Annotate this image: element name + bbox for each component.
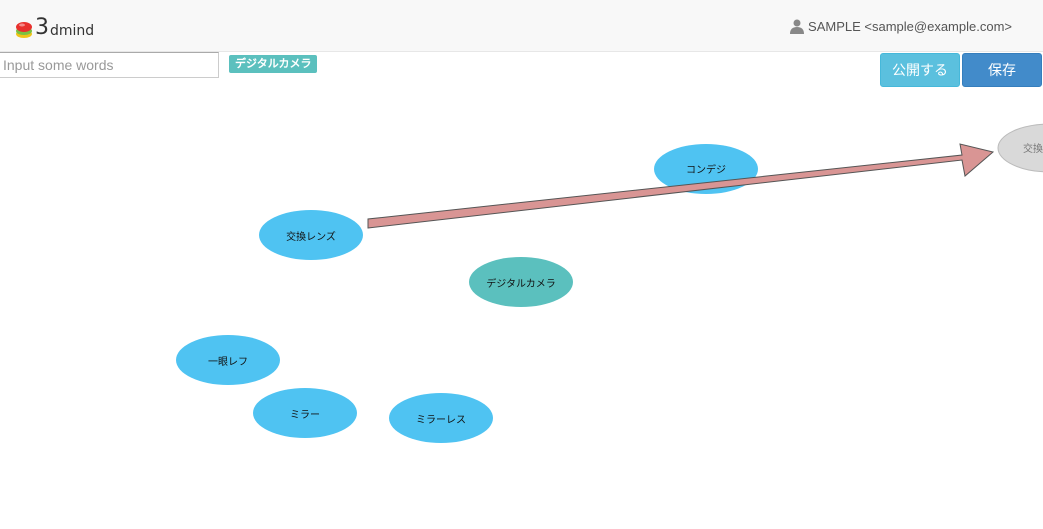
node-mirrorless[interactable]: ミラーレス (389, 393, 493, 443)
publish-button[interactable]: 公開する (880, 53, 960, 87)
node-mirror[interactable]: ミラー (253, 388, 357, 438)
user-label: SAMPLE <sample@example.com> (808, 18, 1012, 34)
user-icon (790, 19, 805, 34)
node-label: ミラーレス (416, 414, 466, 426)
mindmap-canvas[interactable]: コンデジ 交換レンズ デジタルカメラ 一眼レフ ミラー ミラーレス 交換レンズ (0, 88, 1043, 529)
node-label: ミラー (290, 409, 320, 421)
drag-arrow (367, 143, 995, 229)
top-navbar: 3 dmind SAMPLE <sample@example.com> (0, 0, 1043, 52)
logo-icon (16, 22, 32, 38)
brand-logo[interactable]: 3 dmind (14, 15, 94, 39)
node-lens-dragging[interactable]: 交換レンズ (997, 123, 1043, 173)
node-label: 一眼レフ (208, 356, 248, 368)
save-button[interactable]: 保存 (962, 53, 1042, 87)
node-digicam[interactable]: デジタルカメラ (469, 257, 573, 307)
node-lens[interactable]: 交換レンズ (259, 210, 363, 260)
selected-tag[interactable]: デジタルカメラ (229, 55, 318, 73)
search-input[interactable] (0, 52, 219, 78)
user-menu[interactable]: SAMPLE <sample@example.com> (790, 17, 1012, 35)
brand-name: dmind (50, 23, 95, 39)
node-ichigan[interactable]: 一眼レフ (176, 335, 280, 385)
node-label: 交換レンズ (1023, 142, 1043, 155)
node-label: デジタルカメラ (486, 277, 556, 290)
node-label: 交換レンズ (286, 230, 336, 243)
node-label: コンデジ (686, 163, 726, 176)
brand-number: 3 (35, 15, 49, 40)
